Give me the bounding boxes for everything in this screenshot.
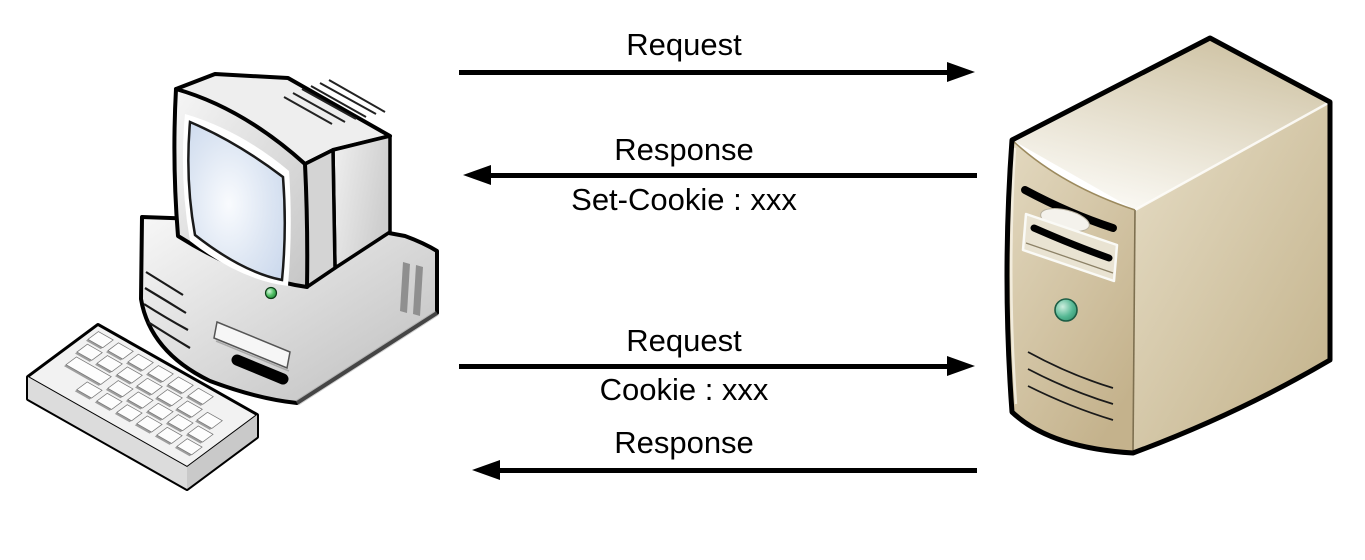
- computer-case: [139, 215, 439, 406]
- request-arrow-1: [459, 62, 975, 82]
- arrow-head-right-icon: [947, 62, 975, 82]
- power-led: [264, 286, 278, 300]
- arrow-line: [487, 172, 977, 178]
- arrow-head-right-icon: [947, 356, 975, 376]
- power-button: [1054, 298, 1078, 322]
- message-2-sublabel: Set-Cookie : xxx: [571, 182, 797, 217]
- crt-monitor: [172, 72, 392, 300]
- client-computer-art: [26, 72, 439, 491]
- request-arrow-2: [459, 356, 975, 376]
- case-drive-bay: [213, 320, 291, 385]
- desktop-computer-icon: [0, 0, 460, 560]
- arrow-line: [496, 467, 977, 473]
- arrow-head-left-icon: [463, 165, 491, 185]
- message-2-label: Response: [614, 132, 754, 167]
- arrow-line: [459, 69, 951, 75]
- case-vent-lines: [143, 271, 191, 349]
- monitor-vent-lines: [283, 79, 386, 125]
- arrow-line: [459, 363, 951, 369]
- message-3-label: Request: [626, 323, 742, 358]
- response-arrow-2: [472, 460, 977, 480]
- server-tower-art: [1004, 35, 1333, 456]
- case-grille-bars: [400, 262, 423, 316]
- message-1-label: Request: [626, 27, 742, 62]
- monitor-screen: [187, 120, 287, 282]
- server-vent-lines: [1027, 351, 1114, 421]
- keyboard: [26, 323, 259, 491]
- cd-drive: [1021, 212, 1119, 283]
- keyboard-keys: [64, 331, 223, 457]
- arrow-head-left-icon: [472, 460, 500, 480]
- server-tower-icon: [980, 0, 1365, 560]
- message-4-label: Response: [614, 425, 754, 460]
- response-arrow-1: [463, 165, 977, 185]
- message-3-sublabel: Cookie : xxx: [599, 372, 769, 407]
